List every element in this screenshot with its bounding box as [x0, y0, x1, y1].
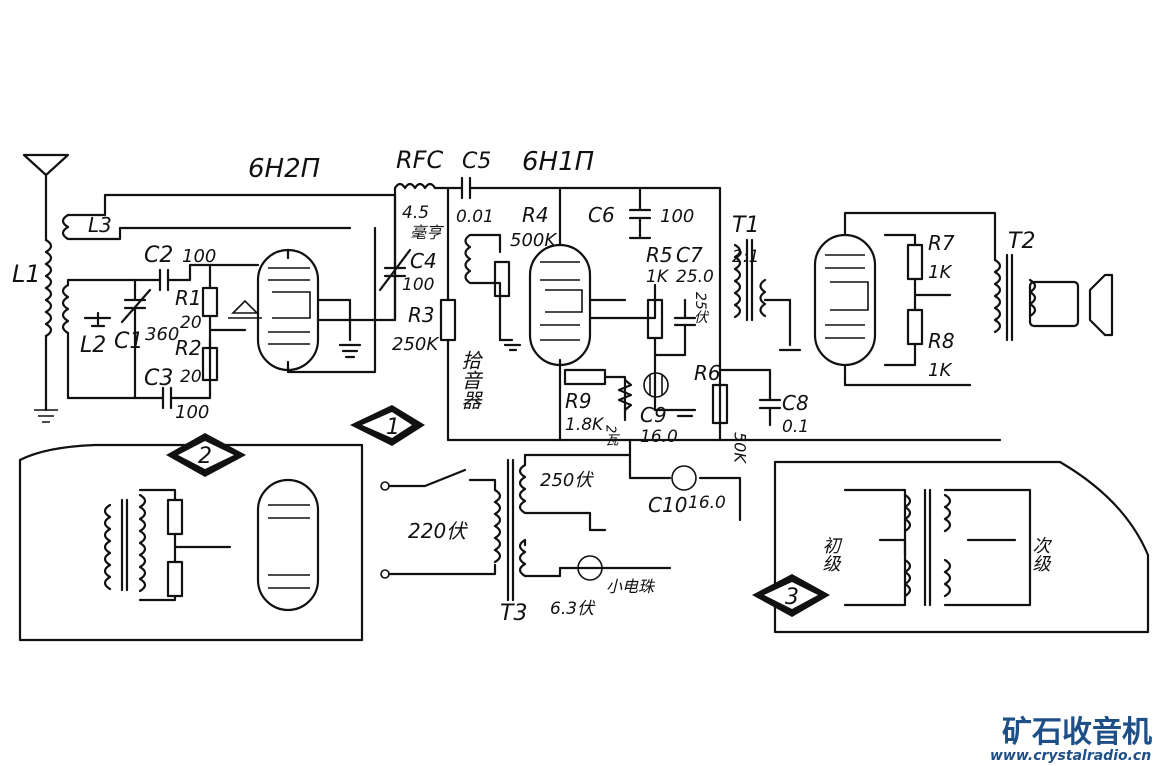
label-r9-power: 2瓦: [603, 425, 618, 447]
label-c10-value: 16.0: [688, 493, 726, 513]
label-c8: C8: [782, 391, 809, 415]
rfc-section: [378, 176, 1002, 442]
label-c1-value: 360: [145, 324, 179, 345]
r9-c9: [558, 358, 669, 442]
label-tube-6h1p: 6H1Π: [522, 147, 594, 177]
label-t3: T3: [500, 601, 527, 626]
figure-number-2: 2: [198, 444, 212, 469]
label-c2: C2: [144, 243, 173, 268]
label-primary: 初级: [820, 536, 841, 572]
label-rfc: RFC: [396, 146, 443, 174]
label-c10: C10: [648, 493, 687, 517]
tube-6h1p: [464, 186, 722, 442]
figure-badge-2: 2: [166, 433, 246, 477]
label-c7-voltage: 25伏: [692, 292, 708, 324]
watermark-url: www.crystalradio.cn: [990, 748, 1151, 764]
inset-figure-2: [18, 443, 364, 642]
label-r6-value: 50K: [731, 432, 750, 464]
inset-figure-3: [773, 460, 1150, 634]
label-pickup: 拾音器: [458, 350, 482, 410]
label-r2: R2: [175, 336, 202, 360]
transformer-t2-speaker: [993, 253, 1114, 342]
figure-number-1: 1: [386, 415, 400, 440]
r6-c8: [711, 368, 782, 427]
label-r8-value: 1K: [928, 360, 952, 381]
tube-output: [813, 211, 997, 387]
label-63v: 6.3伏: [550, 599, 596, 619]
label-220v: 220伏: [408, 519, 468, 543]
label-r6: R6: [694, 361, 721, 385]
label-rfc-unit: 毫亨: [410, 223, 445, 242]
label-r8: R8: [928, 329, 955, 353]
label-c4: C4: [410, 249, 437, 273]
label-t1: T1: [732, 213, 759, 238]
antenna-section: [22, 153, 397, 423]
watermark: 矿石收音机 www.crystalradio.cn: [990, 715, 1152, 764]
label-r9-value: 1.8K: [565, 415, 605, 435]
label-secondary: 次级: [1030, 536, 1051, 572]
tube-6h2p: [256, 193, 397, 374]
figure-badge-3: 3: [752, 574, 830, 617]
label-c4-value: 100: [402, 275, 434, 295]
label-tube-6h2p: 6H2Π: [248, 154, 320, 184]
label-r1-value: 20: [180, 313, 202, 333]
label-c5-value: 0.01: [456, 207, 494, 227]
label-r5: R5: [646, 243, 673, 267]
label-r4-value: 500K: [510, 230, 557, 251]
figure-badge-1: 1: [350, 405, 425, 446]
label-bulb: 小电珠: [606, 577, 656, 596]
label-c2-value: 100: [182, 246, 216, 267]
label-r7-value: 1K: [928, 262, 952, 283]
label-c8-value: 0.1: [782, 417, 809, 437]
label-c3-value: 100: [175, 402, 209, 423]
label-l3: L3: [88, 213, 112, 237]
label-c9: C9: [640, 403, 667, 427]
label-r7: R7: [928, 231, 955, 255]
label-r3: R3: [408, 303, 435, 327]
label-t1-ratio: 2:1: [732, 247, 759, 267]
power-supply: [380, 438, 742, 602]
label-c6: C6: [588, 203, 615, 227]
label-l2: L2: [80, 333, 106, 358]
label-r2-value: 20: [180, 367, 202, 387]
figure-number-3: 3: [785, 585, 799, 610]
label-250v: 250伏: [540, 470, 594, 491]
label-r3-value: 250K: [392, 334, 439, 355]
label-rfc-value: 4.5: [402, 203, 429, 223]
label-c6-value: 100: [660, 206, 694, 227]
label-c7-value: 25.0: [676, 267, 714, 287]
label-t2: T2: [1008, 229, 1035, 254]
label-r4: R4: [522, 203, 549, 227]
label-r9: R9: [565, 389, 592, 413]
watermark-brand: 矿石收音机: [1002, 715, 1152, 750]
label-c1: C1: [114, 329, 143, 354]
label-c3: C3: [144, 366, 173, 391]
label-c9-value: 16.0: [640, 427, 678, 447]
label-c5: C5: [462, 149, 491, 174]
transformer-t1: [733, 238, 802, 352]
label-c7: C7: [676, 243, 703, 267]
label-r5-value: 1K: [646, 267, 670, 287]
label-r1: R1: [175, 286, 202, 310]
label-l1: L1: [12, 260, 41, 288]
